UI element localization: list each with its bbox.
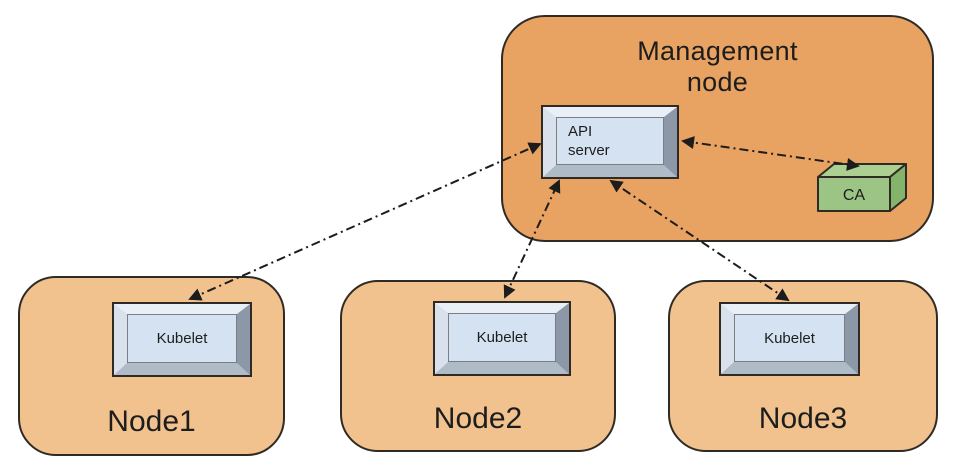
- node1-box: Kubelet Node1: [18, 276, 285, 456]
- node3-label: Node3: [758, 402, 848, 435]
- management-node-label-line2: node: [686, 67, 749, 97]
- node1-label: Node1: [107, 405, 196, 438]
- node3-kubelet-box: Kubelet: [721, 304, 858, 374]
- ca-label: CA: [843, 187, 866, 204]
- node3-kubelet-label: Kubelet: [764, 329, 815, 347]
- node2-kubelet-box: Kubelet: [435, 303, 569, 374]
- ca-front-face: [817, 176, 891, 212]
- node1-kubelet-label: Kubelet: [156, 330, 208, 347]
- node1-kubelet-box: Kubelet: [114, 304, 250, 375]
- node2-label: Node2: [433, 402, 523, 435]
- api-server-label-line2: server: [568, 142, 610, 159]
- node2-kubelet-label: Kubelet: [476, 329, 528, 346]
- node3-box: Kubelet Node3: [668, 280, 938, 452]
- management-node-label-line1: Management: [637, 36, 798, 66]
- ca-box: CA: [817, 163, 907, 212]
- management-node-label: Management node: [501, 36, 934, 98]
- node2-box: Kubelet Node2: [340, 280, 616, 452]
- api-server-label: API server: [556, 122, 664, 160]
- api-server-box: API server: [543, 107, 677, 177]
- api-server-label-line1: API: [568, 123, 593, 140]
